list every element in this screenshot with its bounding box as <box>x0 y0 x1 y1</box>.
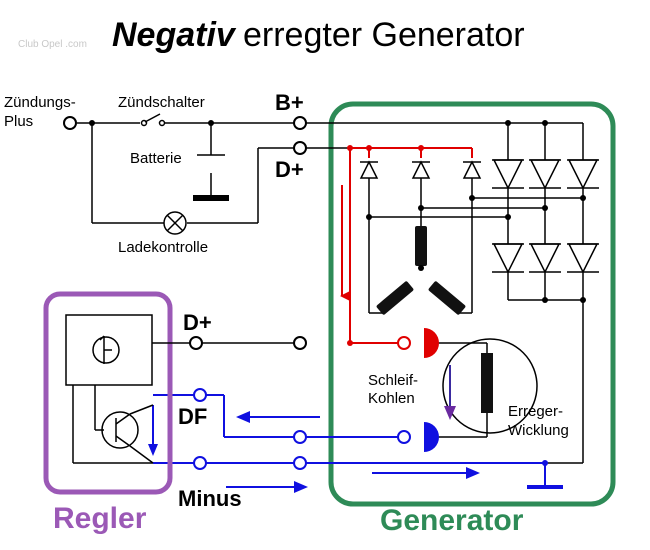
rectifier-diodes-lower <box>492 243 599 274</box>
rotor-current-arrow <box>444 365 456 420</box>
label-schleifkohlen-2: Kohlen <box>368 390 415 407</box>
regler-box <box>43 291 173 495</box>
regulator-path-blue <box>152 394 545 488</box>
transistor-symbol <box>101 404 154 464</box>
label-erreger-2: Wicklung <box>508 422 569 439</box>
label-ladekontrolle: Ladekontrolle <box>118 239 208 256</box>
watermark: Club Opel .com <box>18 39 87 50</box>
stator-junctions <box>366 120 586 303</box>
red-junction-dots <box>347 145 424 346</box>
excitation-diodes <box>359 160 482 179</box>
switch-gap <box>140 118 164 128</box>
battery-symbol <box>193 154 229 201</box>
stator-windings <box>376 226 466 315</box>
regler-title: Regler <box>53 502 147 535</box>
ignition-switch-symbol <box>140 113 166 127</box>
charge-lamp-symbol <box>163 211 187 235</box>
ignition-circuit <box>77 122 300 224</box>
label-df: DF <box>178 404 207 429</box>
label-d-plus-top: D+ <box>275 157 304 182</box>
title-rest: erregter Generator <box>243 16 525 54</box>
label-zuendschalter: Zündschalter <box>118 94 205 111</box>
slip-ring-brushes <box>397 328 439 452</box>
title-emphasis: Negativ <box>112 16 237 54</box>
label-schleifkohlen-1: Schleif- <box>368 372 418 389</box>
label-erreger-1: Erreger- <box>508 403 563 420</box>
label-batterie: Batterie <box>130 150 182 167</box>
label-zuendungs-plus-2: Plus <box>4 113 33 130</box>
regulator-arrowheads <box>148 411 480 493</box>
ground-symbol <box>527 460 563 489</box>
regler-terminals <box>189 336 307 470</box>
label-b-plus: B+ <box>275 90 304 115</box>
rectifier-diodes-upper <box>492 159 599 190</box>
label-minus: Minus <box>178 486 242 511</box>
label-zuendungs-plus-1: Zündungs- <box>4 94 76 111</box>
control-element-symbol <box>92 335 120 364</box>
label-d-plus-mid: D+ <box>183 310 212 335</box>
generator-box <box>328 101 616 507</box>
top-terminals <box>63 116 307 155</box>
battery-gap <box>207 156 215 172</box>
generator-title: Generator <box>380 504 524 537</box>
exciter-winding <box>442 338 538 434</box>
